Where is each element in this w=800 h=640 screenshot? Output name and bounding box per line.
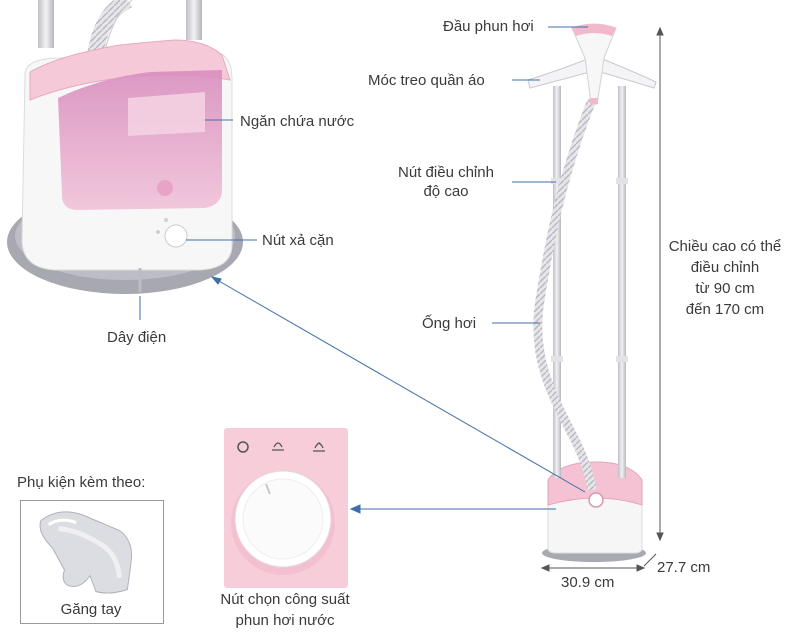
mode-low-steam-icon bbox=[272, 442, 284, 451]
label-power-knob-line2: phun hơi nước bbox=[235, 612, 335, 629]
descale-knob bbox=[164, 224, 188, 248]
depth-dimension-line bbox=[643, 553, 657, 567]
hose-closeup bbox=[87, 0, 133, 57]
dimension-lines bbox=[540, 26, 664, 572]
label-power-knob: Nút chọn công suất phun hơi nước bbox=[196, 589, 374, 631]
mode-off-icon bbox=[237, 441, 249, 453]
label-accessories-title: Phụ kiện kèm theo: bbox=[17, 474, 146, 491]
label-water-tank: Ngăn chứa nước bbox=[240, 113, 355, 130]
power-knob-small bbox=[588, 492, 604, 508]
label-height-line1: Chiều cao có thể bbox=[668, 238, 782, 255]
steam-hose bbox=[533, 98, 597, 491]
pole-right-full bbox=[618, 86, 626, 478]
label-depth: 27.7 cm bbox=[657, 559, 711, 576]
base-closeup bbox=[7, 0, 243, 294]
label-height-range: Chiều cao có thể điều chỉnh từ 90 cm đến… bbox=[662, 236, 788, 320]
label-hanger: Móc treo quần áo bbox=[368, 72, 485, 89]
lid-closeup bbox=[29, 39, 231, 101]
pole-left bbox=[38, 0, 54, 48]
accessory-box bbox=[20, 500, 164, 624]
label-height-adjust-line1: Nút điều chỉnh bbox=[398, 164, 494, 181]
label-descale-button: Nút xả cặn bbox=[262, 232, 334, 249]
callout-lines bbox=[139, 26, 588, 514]
label-height-adjust: Nút điều chỉnh độ cao bbox=[386, 163, 506, 201]
label-steam-hose: Ống hơi bbox=[422, 315, 477, 332]
label-height-line2: điều chỉnh bbox=[690, 259, 760, 276]
label-height-adjust-line2: độ cao bbox=[423, 183, 469, 200]
label-height-line4: đến 170 cm bbox=[685, 301, 765, 318]
glove-icon bbox=[39, 511, 133, 594]
mode-high-steam-icon bbox=[313, 442, 325, 452]
label-width: 30.9 cm bbox=[561, 574, 615, 591]
steamer-full bbox=[527, 23, 657, 562]
label-height-line3: từ 90 cm bbox=[695, 280, 755, 297]
glove-illustration bbox=[39, 511, 133, 594]
label-power-knob-line1: Nút chọn công suất bbox=[220, 591, 350, 608]
label-power-cord: Dây điện bbox=[107, 329, 167, 346]
water-tank-closeup bbox=[58, 70, 222, 210]
label-spray-head: Đầu phun hơi bbox=[443, 18, 534, 35]
pole-right bbox=[186, 0, 202, 40]
power-knob-detail bbox=[224, 428, 348, 588]
label-glove: Găng tay bbox=[60, 601, 122, 618]
descale-to-steamer-arrow bbox=[211, 276, 586, 493]
pole-left-full bbox=[553, 86, 561, 478]
